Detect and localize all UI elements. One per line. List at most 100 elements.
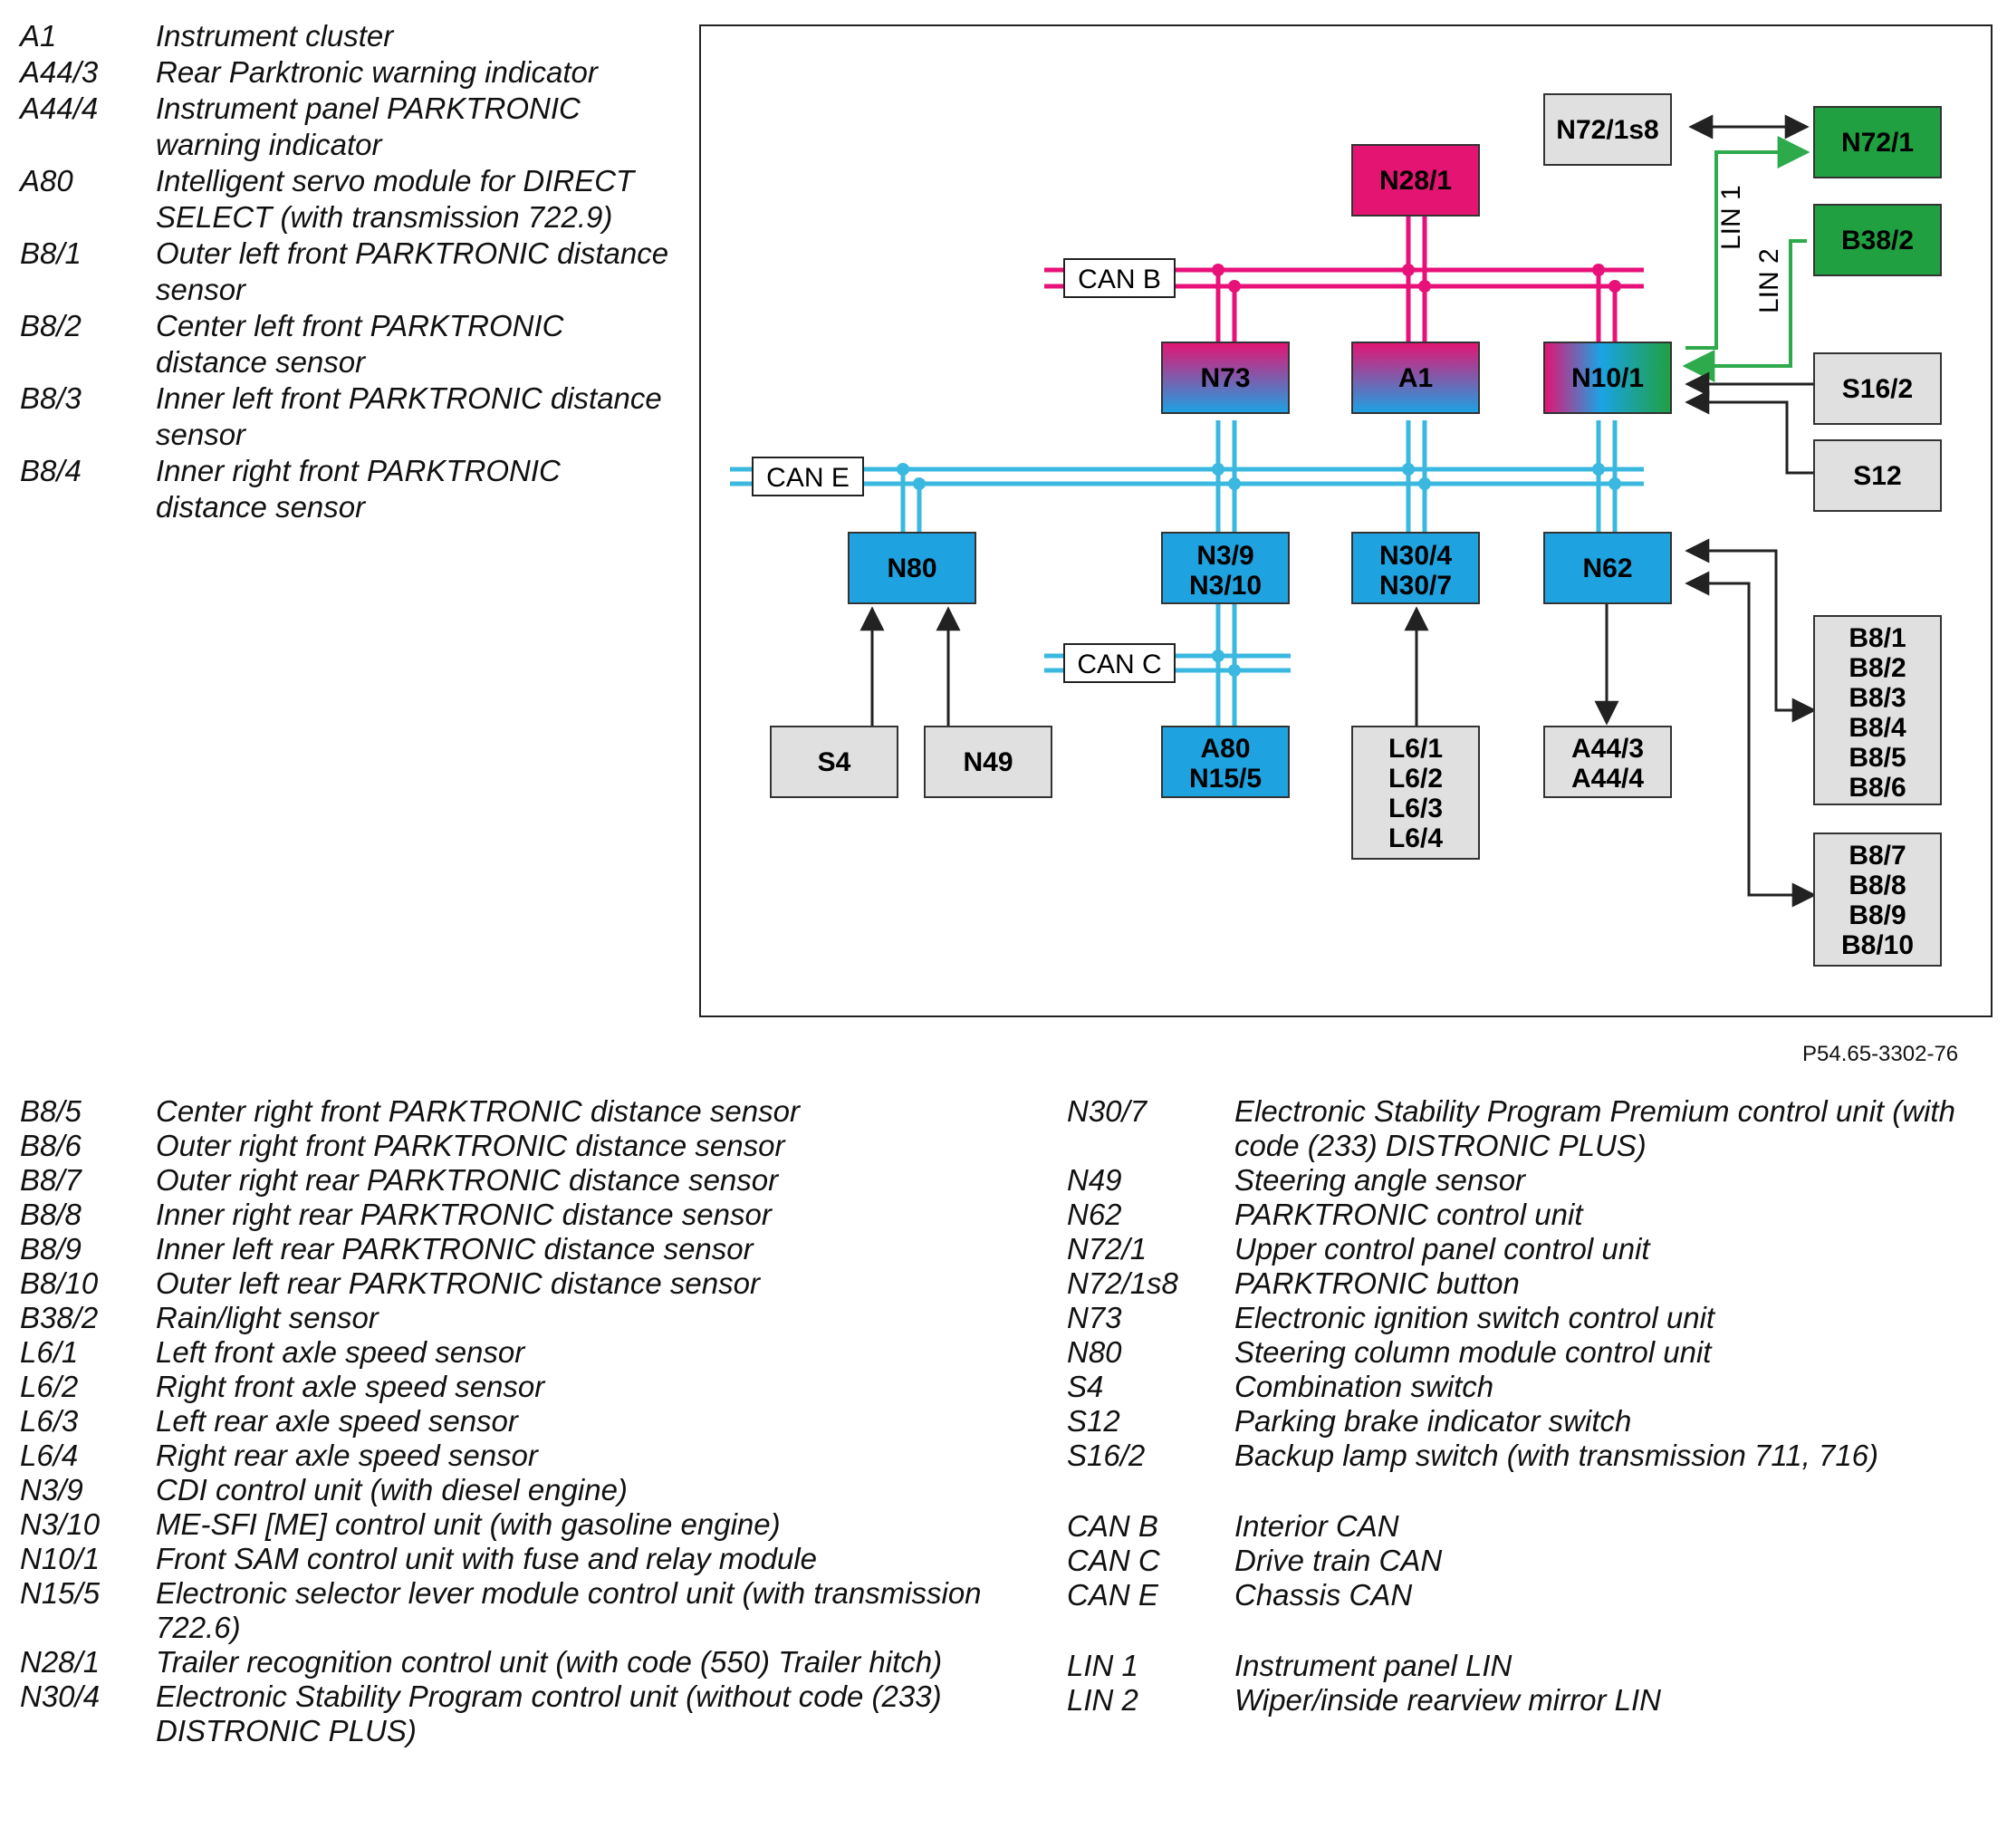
network-diagram: CAN B CAN E CAN C LIN 1 LIN 2 N72/1s8 N7… [699, 24, 1993, 1017]
legend-description: Instrument panel LIN [1234, 1649, 1512, 1682]
legend-entry: B8/1 Outer left front PARKTRONIC distance… [20, 236, 672, 308]
box-b8-rear: B8/7 B8/8 B8/9 B8/10 [1813, 833, 1942, 967]
legend-description: Left front axle speed sensor [156, 1335, 525, 1369]
svg-text:B8/1: B8/1 [1849, 623, 1906, 653]
legend-code: A80 [20, 164, 73, 197]
legend-description: Electronic Stability Program Premium con… [1234, 1094, 1955, 1162]
legend-code: L6/2 [20, 1370, 79, 1403]
legend-description: Right front axle speed sensor [156, 1370, 545, 1403]
box-n10-1: N10/1 [1543, 342, 1672, 414]
legend-description: Rear Parktronic warning indicator [156, 55, 598, 89]
legend-code: B8/5 [20, 1094, 82, 1128]
lin-1-wire [1685, 136, 1810, 350]
legend-code: B8/9 [20, 1232, 82, 1266]
legend-entry: L6/2 Right front axle speed sensor [20, 1370, 1034, 1404]
legend-description: Rain/light sensor [156, 1301, 379, 1334]
legend-code: B8/6 [20, 1129, 82, 1162]
legend-description: Interior CAN [1234, 1509, 1399, 1543]
legend-code: L6/4 [20, 1439, 79, 1472]
legend-description: Instrument cluster [156, 19, 394, 53]
box-n73: N73 [1161, 342, 1290, 414]
box-n28-1: N28/1 [1351, 144, 1480, 217]
box-b8-front: B8/1 B8/2 B8/3 B8/4 B8/5 B8/6 [1813, 615, 1942, 805]
legend-entry: L6/4 Right rear axle speed sensor [20, 1439, 1034, 1473]
box-n30: N30/4 N30/7 [1351, 532, 1480, 604]
svg-text:L6/2: L6/2 [1388, 764, 1443, 794]
legend-description: Chassis CAN [1234, 1578, 1413, 1612]
legend-description: Outer right front PARKTRONIC distance se… [156, 1129, 785, 1162]
legend-entry: LIN 1 Instrument panel LIN [1067, 1649, 1982, 1683]
legend-description: Parking brake indicator switch [1234, 1404, 1632, 1438]
legend-code: LIN 1 [1067, 1649, 1138, 1682]
svg-text:A80: A80 [1200, 734, 1250, 764]
legend-description: Center right front PARKTRONIC distance s… [156, 1094, 800, 1128]
svg-text:N72/1s8: N72/1s8 [1556, 115, 1658, 145]
legend-code: CAN C [1067, 1544, 1160, 1577]
legend-code: B8/4 [20, 454, 82, 487]
box-n80: N80 [848, 532, 976, 604]
legend-description: Right rear axle speed sensor [156, 1439, 538, 1472]
legend-description: Electronic Stability Program control uni… [156, 1680, 942, 1747]
legend-entry: S12 Parking brake indicator switch [1067, 1404, 1982, 1439]
legend-description: Electronic selector lever module control… [156, 1576, 982, 1644]
svg-text:B8/6: B8/6 [1849, 773, 1906, 803]
box-s16-2: S16/2 [1813, 352, 1942, 425]
svg-text:CAN B: CAN B [1078, 265, 1161, 294]
legend-code: B8/7 [20, 1163, 82, 1197]
svg-text:S4: S4 [818, 747, 851, 777]
legend-code: B8/1 [20, 236, 82, 270]
legend-code: S12 [1067, 1404, 1120, 1438]
legend-code: B8/8 [20, 1198, 82, 1231]
legend-description: Steering column module control unit [1234, 1335, 1712, 1369]
svg-text:S16/2: S16/2 [1842, 374, 1913, 404]
legend-entry: CAN E Chassis CAN [1067, 1578, 1982, 1612]
svg-text:B8/7: B8/7 [1849, 841, 1906, 871]
legend-description: Outer left front PARKTRONIC distance sen… [156, 236, 669, 306]
legend-code: N73 [1067, 1301, 1122, 1334]
svg-text:S12: S12 [1853, 461, 1901, 491]
legend-description: Steering angle sensor [1234, 1163, 1526, 1197]
lin-2-wire [1682, 239, 1807, 382]
can-b-label: CAN B [1063, 258, 1176, 298]
svg-text:N10/1: N10/1 [1571, 363, 1644, 393]
legend-description: Wiper/inside rearview mirror LIN [1234, 1683, 1661, 1717]
legend-code: L6/3 [20, 1404, 79, 1438]
svg-text:N3/10: N3/10 [1189, 571, 1262, 601]
legend-code: B8/3 [20, 381, 82, 415]
svg-text:B8/4: B8/4 [1849, 713, 1906, 743]
legend-description: Outer right rear PARKTRONIC distance sen… [156, 1163, 779, 1197]
lin-2-label: LIN 2 [1754, 248, 1784, 313]
legend-code: N62 [1067, 1198, 1122, 1231]
legend-code: N3/10 [20, 1507, 101, 1541]
legend-description: ME-SFI [ME] control unit (with gasoline … [156, 1507, 781, 1541]
legend-entry: B8/5 Center right front PARKTRONIC distan… [20, 1094, 1034, 1129]
legend-code: N72/1 [1067, 1232, 1148, 1266]
svg-text:B8/8: B8/8 [1849, 871, 1906, 900]
box-b38-2: B38/2 [1813, 204, 1942, 276]
svg-text:N72/1: N72/1 [1841, 128, 1914, 158]
svg-text:CAN E: CAN E [766, 463, 850, 493]
legend-code: N10/1 [20, 1542, 101, 1575]
legend-description: Inner right front PARKTRONIC distance se… [156, 454, 561, 524]
legend-description: Upper control panel control unit [1234, 1232, 1650, 1266]
svg-text:B8/3: B8/3 [1849, 683, 1906, 713]
legend-bottom-left: B8/5 Center right front PARKTRONIC distan… [20, 1094, 1034, 1748]
can-e-bus [730, 420, 1644, 533]
legend-entry: B8/4 Inner right front PARKTRONIC distanc… [20, 453, 672, 525]
svg-text:A1: A1 [1398, 363, 1433, 393]
legend-description: PARKTRONIC control unit [1234, 1198, 1583, 1231]
box-s12: S12 [1813, 439, 1942, 512]
legend-code: CAN E [1067, 1578, 1158, 1612]
can-c-label: CAN C [1063, 643, 1176, 683]
